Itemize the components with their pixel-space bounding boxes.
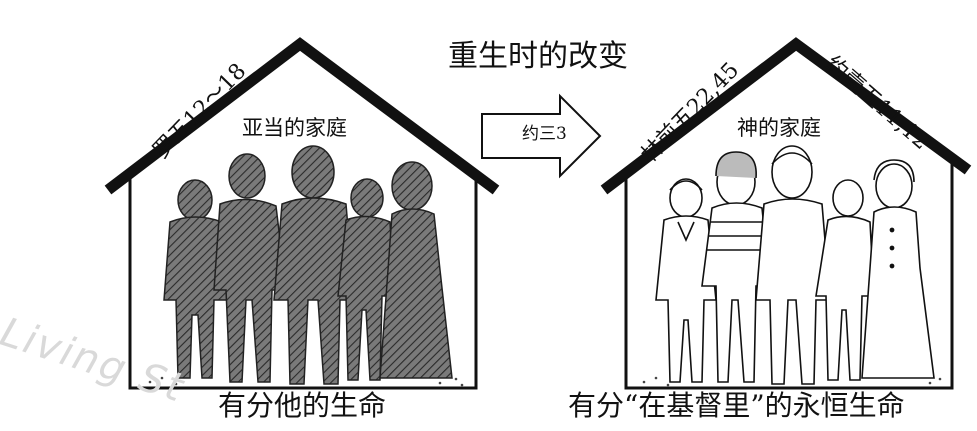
arrow-label: 约三3	[522, 124, 567, 144]
left-house-roof	[104, 37, 500, 195]
person-woman-dress	[861, 159, 935, 379]
person-boy	[815, 179, 875, 381]
right-house-caption: 有分“在基督里”的永恒生命	[568, 389, 905, 422]
shadow-person-3	[273, 145, 355, 385]
shadow-person-2	[213, 153, 287, 383]
right-house-roof	[600, 37, 972, 195]
left-house-title: 亚当的家庭	[242, 116, 347, 140]
right-house-title: 神的家庭	[737, 116, 821, 140]
right-house-walls	[624, 162, 954, 390]
shadow-person-1	[163, 179, 229, 379]
left-house	[104, 37, 500, 390]
right-ground-dots	[642, 376, 942, 387]
transition-arrow	[481, 93, 602, 179]
right-house	[600, 37, 972, 390]
diagram-title: 重生时的改变	[448, 39, 628, 74]
arrow-shape	[481, 93, 602, 179]
god-family-figures	[655, 145, 935, 385]
person-striped-shirt	[701, 151, 771, 383]
adam-family-figures	[163, 145, 453, 385]
shadow-person-5	[379, 161, 453, 379]
left-house-caption: 有分他的生命	[218, 389, 387, 422]
left-house-walls	[128, 172, 478, 390]
left-ground-dots	[148, 376, 464, 387]
person-tall-man	[755, 145, 831, 385]
person-grandmother	[655, 178, 717, 383]
